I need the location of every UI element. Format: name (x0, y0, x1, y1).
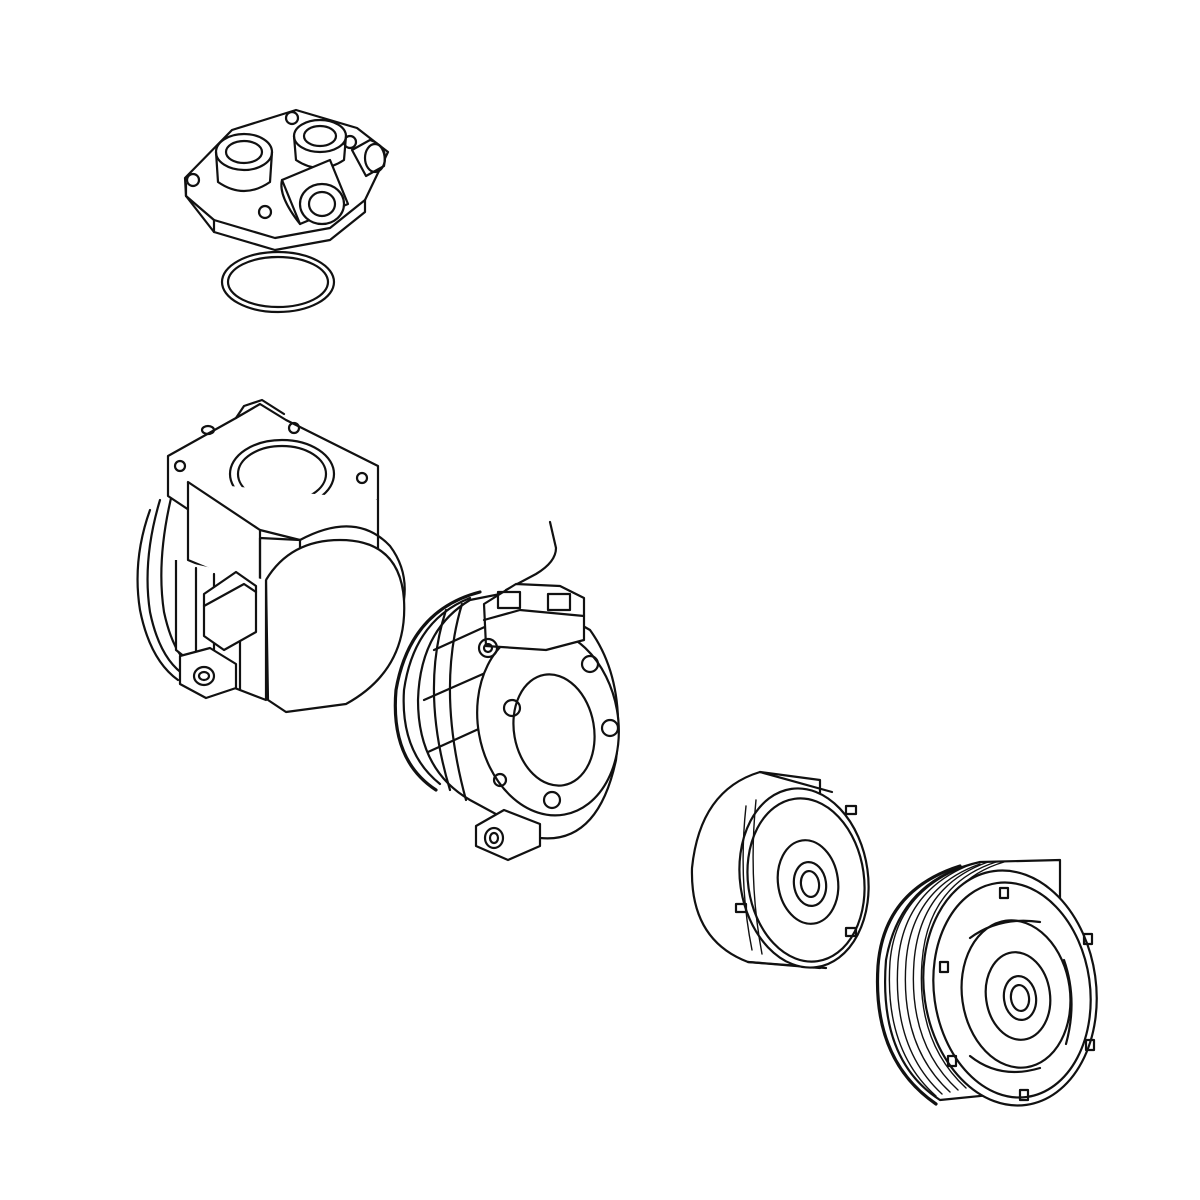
front-housing (393, 520, 620, 862)
compressor-housing (136, 398, 406, 714)
o-ring-seal (220, 250, 336, 314)
pulley-clutch (875, 858, 1098, 1107)
rear-head-cover (183, 108, 390, 252)
clutch-coil (690, 770, 870, 970)
